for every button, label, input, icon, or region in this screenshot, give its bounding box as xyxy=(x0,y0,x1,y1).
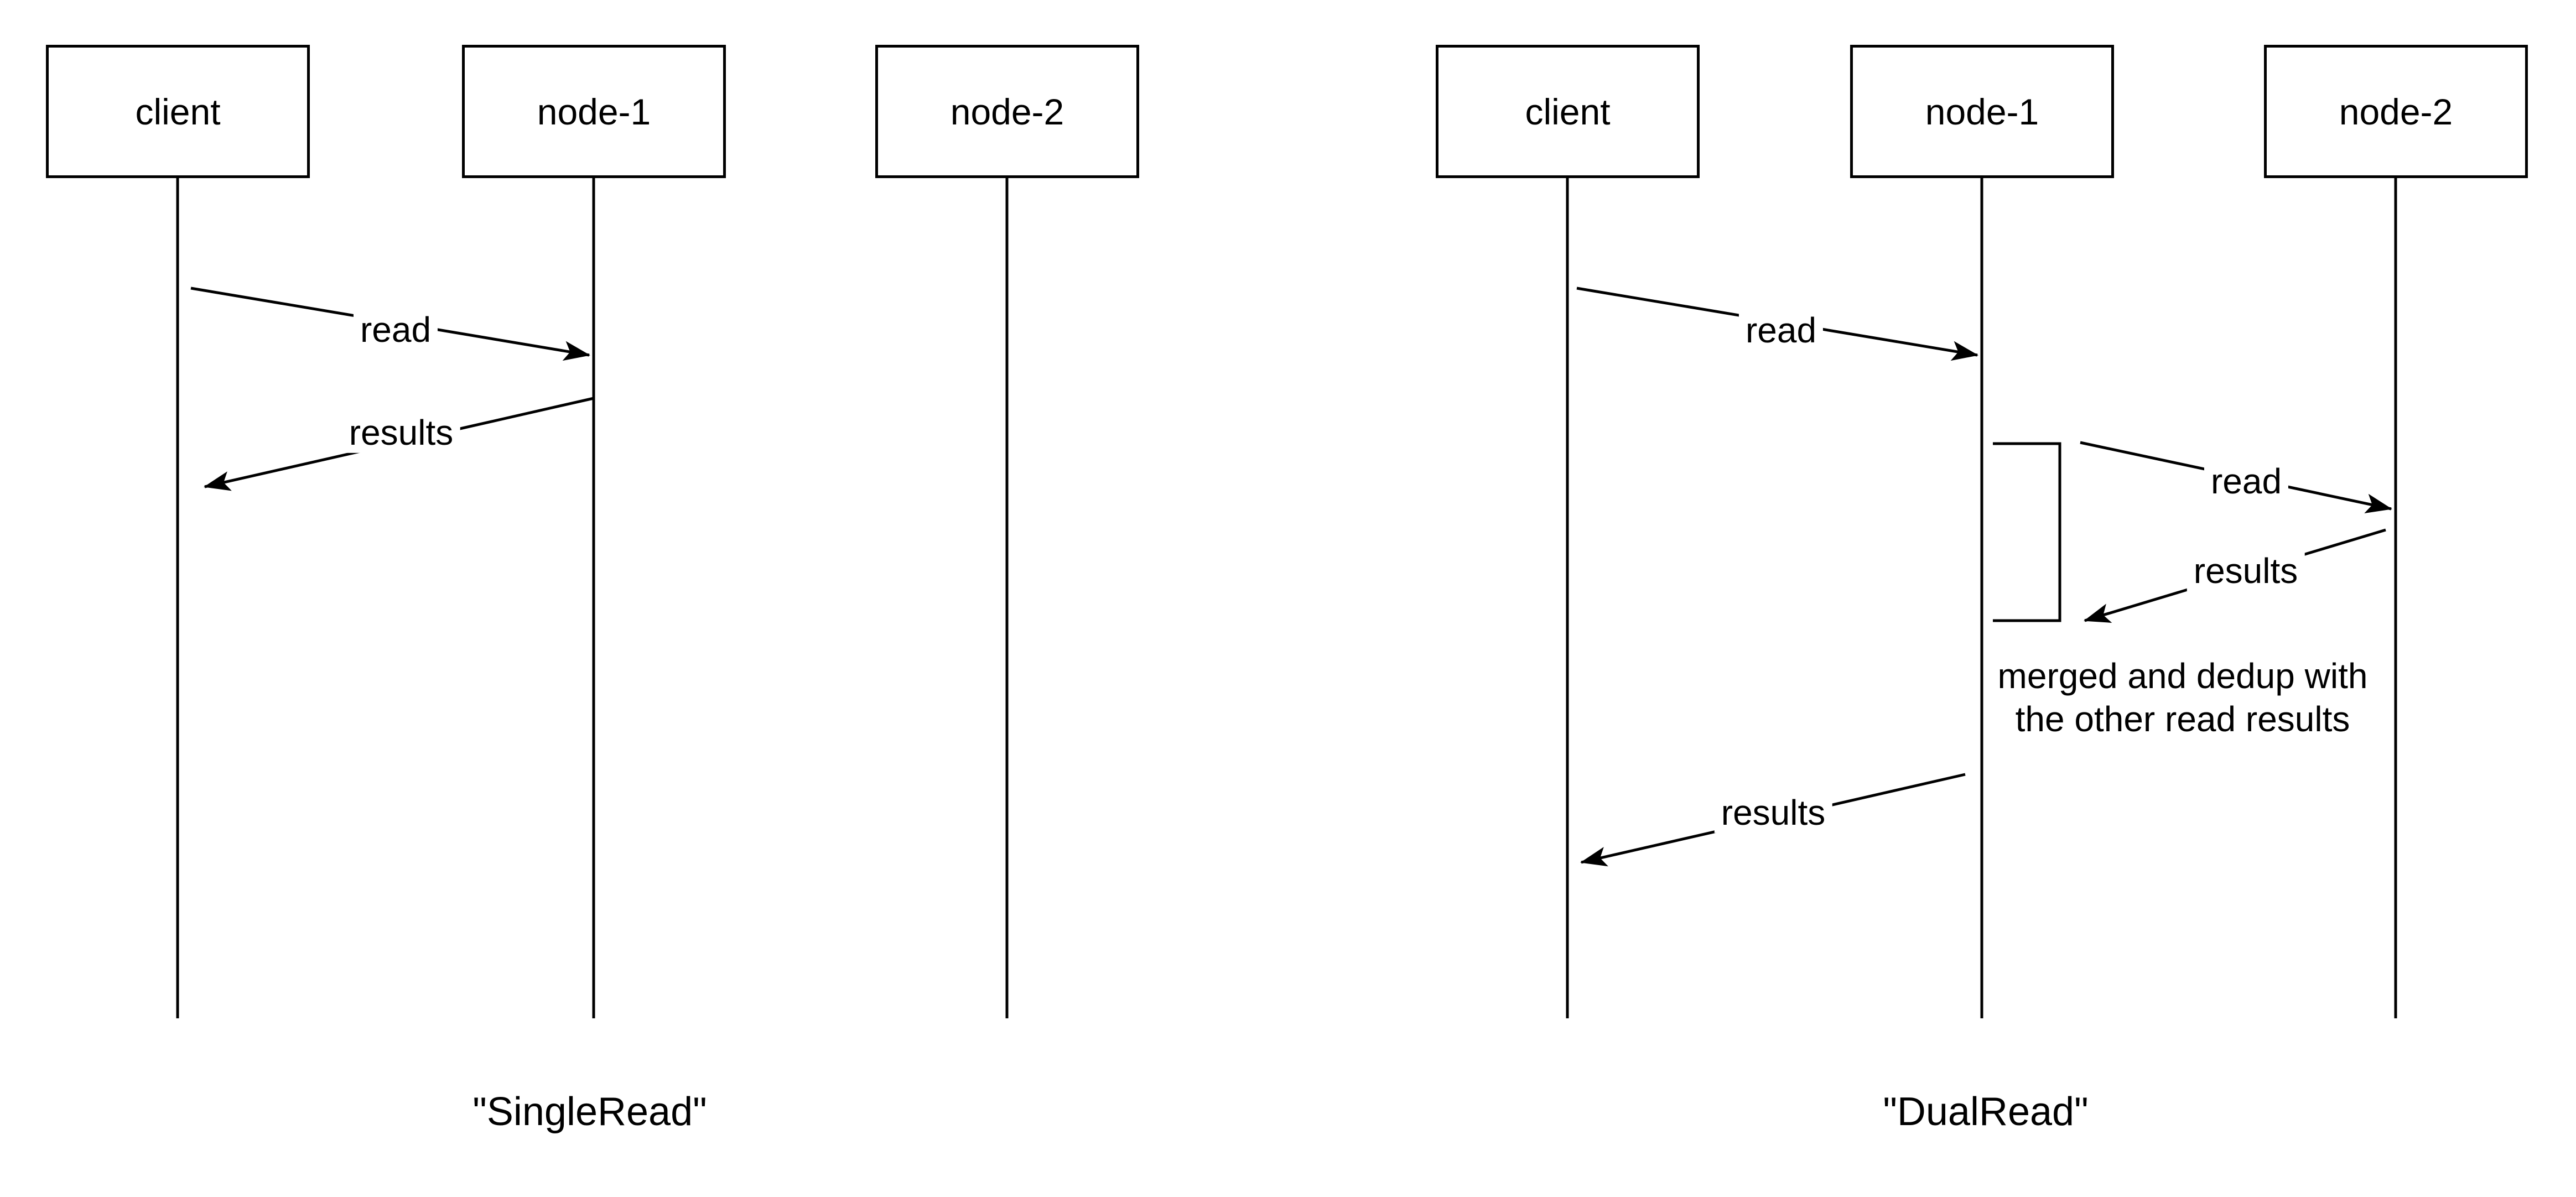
actor-box-dual-client: client xyxy=(1436,45,1700,178)
note-merged-dedup: merged and dedup with the other read res… xyxy=(1998,654,2368,741)
actor-box-single-node-2: node-2 xyxy=(875,45,1139,178)
actor-label-dual-client: client xyxy=(1525,91,1611,132)
actor-box-single-node-1: node-1 xyxy=(462,45,726,178)
note-line-2: the other read results xyxy=(2015,699,2350,739)
actor-label-single-client: client xyxy=(135,91,221,132)
message-label-dual-read-node: read xyxy=(2204,460,2289,502)
message-label-dual-read-client: read xyxy=(1738,309,1824,351)
note-line-1: merged and dedup with xyxy=(1997,656,2368,696)
message-label-single-read: read xyxy=(353,309,438,351)
actor-label-single-node-2: node-2 xyxy=(950,91,1064,132)
message-label-dual-results-node: results xyxy=(2187,550,2305,592)
message-label-dual-results-client: results xyxy=(1714,792,1832,834)
caption-dualread: "DualRead" xyxy=(1883,1090,2089,1134)
self-call-bracket-node-1 xyxy=(1993,442,2061,622)
actor-box-dual-node-2: node-2 xyxy=(2264,45,2528,178)
message-label-single-results: results xyxy=(342,412,460,454)
actor-label-dual-node-2: node-2 xyxy=(2339,91,2453,132)
actor-label-single-node-1: node-1 xyxy=(537,91,651,132)
actor-label-dual-node-1: node-1 xyxy=(1925,91,2039,132)
actor-box-single-client: client xyxy=(46,45,310,178)
caption-singleread: "SingleRead" xyxy=(472,1090,707,1134)
actor-box-dual-node-1: node-1 xyxy=(1850,45,2114,178)
